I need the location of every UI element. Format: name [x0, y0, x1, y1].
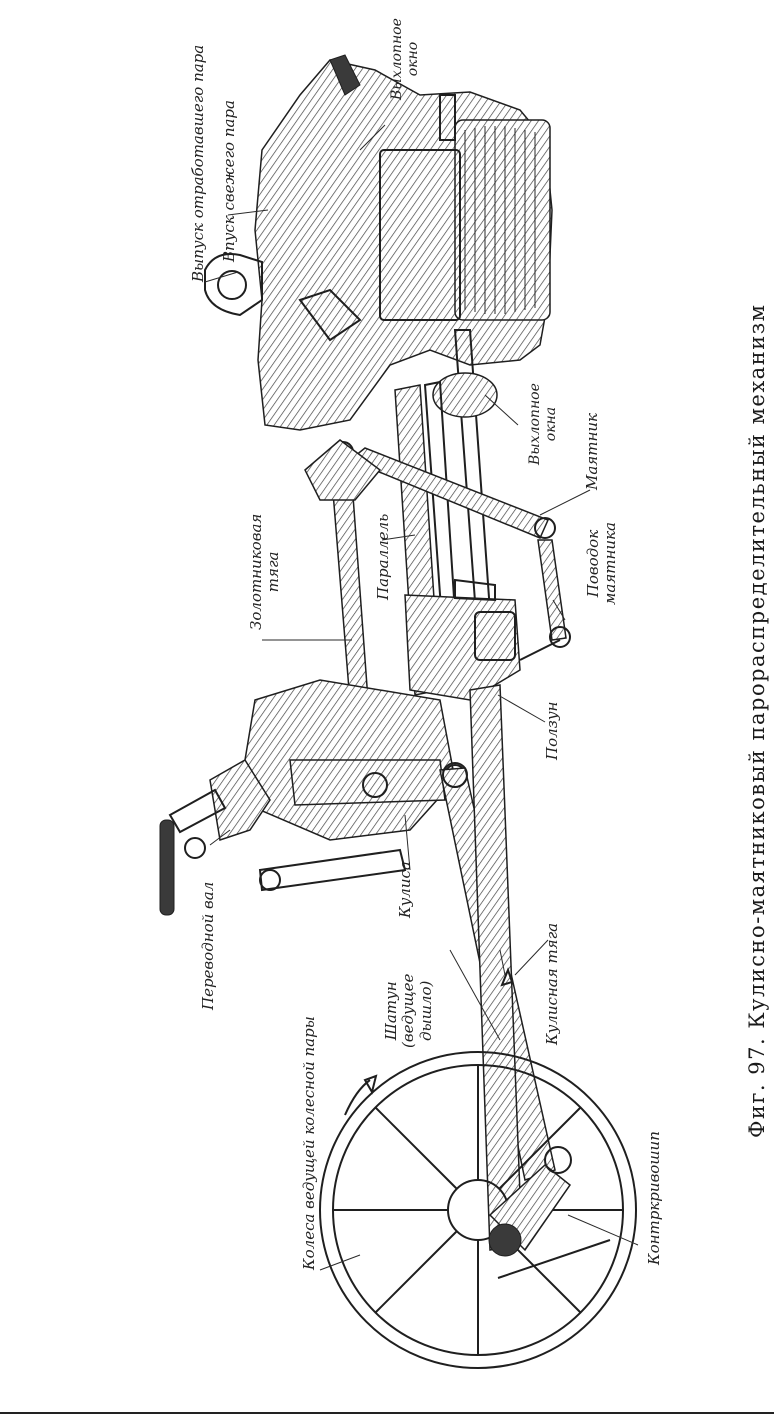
- page-bottom-edge: [0, 1412, 774, 1414]
- label-parallel: Параллель: [374, 513, 392, 600]
- label-pendulum-link: Поводок маятника: [584, 522, 620, 605]
- label-return-crank: Контркривошип: [645, 1131, 663, 1265]
- crosshead: [404, 578, 521, 701]
- driving-wheel: [319, 1051, 637, 1369]
- label-exhaust-ports-top: Выхлопное окно: [389, 18, 422, 100]
- label-fresh-steam-inlet: Впуск свежего пара: [220, 100, 238, 262]
- label-valve-rod: Золотниковая тяга: [247, 513, 283, 630]
- label-exhaust-ports-mid: Выхлопное окна: [527, 383, 560, 465]
- return-crank: [488, 1146, 611, 1279]
- label-eccentric-rod: Кулисная тяга: [543, 922, 561, 1045]
- reversing-shaft: [159, 758, 271, 916]
- label-exhaust-steam-outlet: Выпуск отработавшего пара: [189, 44, 207, 282]
- label-driving-wheels: Колеса ведущей колесной пары: [300, 1016, 318, 1270]
- figure-caption: Фиг. 97. Кулисно-маятниковый парораспред…: [745, 303, 769, 1138]
- steam-cylinder: [204, 54, 553, 431]
- label-connecting-rod: Шатун (ведущее дышло): [382, 973, 435, 1048]
- label-link: Кулиса: [396, 861, 414, 918]
- label-pendulum: Маятник: [583, 413, 601, 490]
- leader-lines: [204, 124, 639, 1271]
- pendulum-assembly: [304, 439, 571, 661]
- label-crosshead: Ползун: [543, 701, 561, 760]
- expansion-link: [244, 679, 466, 892]
- label-reversing-shaft: Переводной вал: [199, 881, 217, 1010]
